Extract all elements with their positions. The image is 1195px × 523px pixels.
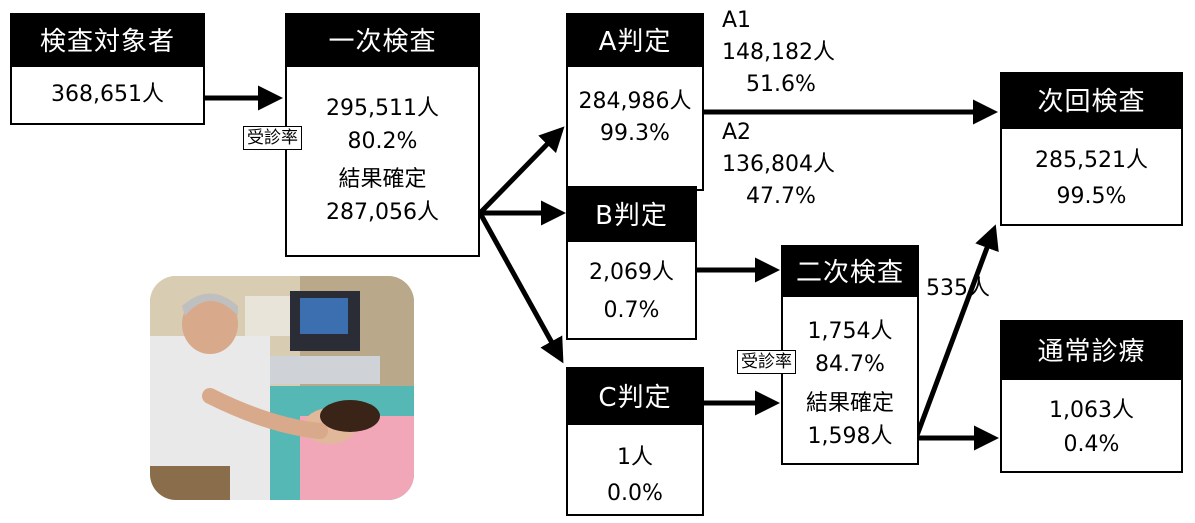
primary-rate-badge: 受診率	[243, 126, 302, 150]
judge-c-box: 1人 0.0%	[566, 423, 704, 516]
judge-b-box: 2,069人 0.7%	[566, 240, 697, 340]
primary-confirmed-count: 287,056人	[326, 200, 439, 225]
secondary-rate-badge: 受診率	[737, 350, 796, 374]
a1-label: A1	[722, 8, 752, 33]
normal-care-box: 1,063人 0.4%	[1000, 378, 1183, 473]
normal-care-count: 1,063人	[1049, 398, 1134, 423]
next-exam-header: 次回検査	[1000, 72, 1183, 127]
judge-a-count: 284,986人	[578, 89, 692, 114]
next-exam-count: 285,521人	[1035, 148, 1148, 173]
judge-b-pct: 0.7%	[603, 298, 660, 323]
subjects-count: 368,651人	[51, 82, 164, 107]
a2-count: 136,804人	[722, 152, 835, 177]
subjects-header: 検査対象者	[10, 13, 205, 65]
judge-a-pct: 99.3%	[600, 121, 670, 146]
primary-rate: 80.2%	[347, 129, 418, 154]
primary-count: 295,511人	[326, 96, 439, 121]
secondary-confirmed-label: 結果確定	[805, 391, 894, 416]
arrow-primary-to-a	[478, 126, 565, 215]
normal-care-pct: 0.4%	[1063, 432, 1120, 457]
subjects-box: 368,651人	[10, 65, 205, 125]
secondary-box	[781, 295, 919, 465]
judge-b-header: B判定	[566, 186, 697, 240]
ultrasound-exam-photo	[150, 276, 414, 500]
secondary-header: 二次検査	[781, 245, 919, 295]
judge-c-count: 1人	[617, 445, 653, 470]
arrow-secondary-to-next-exam	[913, 224, 999, 439]
a2-pct: 47.7%	[746, 184, 816, 209]
a1-count: 148,182人	[722, 40, 835, 65]
secondary-confirmed-count: 1,598人	[807, 424, 893, 449]
primary-box	[285, 65, 480, 257]
a1-pct: 51.6%	[746, 72, 816, 97]
primary-header: 一次検査	[285, 13, 480, 65]
next-exam-box: 285,521人 99.5%	[1000, 127, 1183, 226]
arrow-primary-to-c	[477, 211, 564, 364]
a2-label: A2	[722, 120, 752, 145]
secondary-rate: 84.7%	[815, 352, 885, 377]
primary-confirmed-label: 結果確定	[338, 167, 427, 192]
next-exam-pct: 99.5%	[1056, 184, 1127, 209]
normal-care-header: 通常診療	[1000, 320, 1183, 378]
judge-a-header: A判定	[566, 13, 704, 65]
judge-c-pct: 0.0%	[607, 481, 663, 506]
judge-b-count: 2,069人	[589, 260, 674, 285]
edge-label-535: 535人	[926, 276, 990, 301]
judge-a-box: 284,986人 99.3%	[566, 65, 704, 191]
secondary-count: 1,754人	[807, 319, 893, 344]
judge-c-header: C判定	[566, 367, 704, 423]
